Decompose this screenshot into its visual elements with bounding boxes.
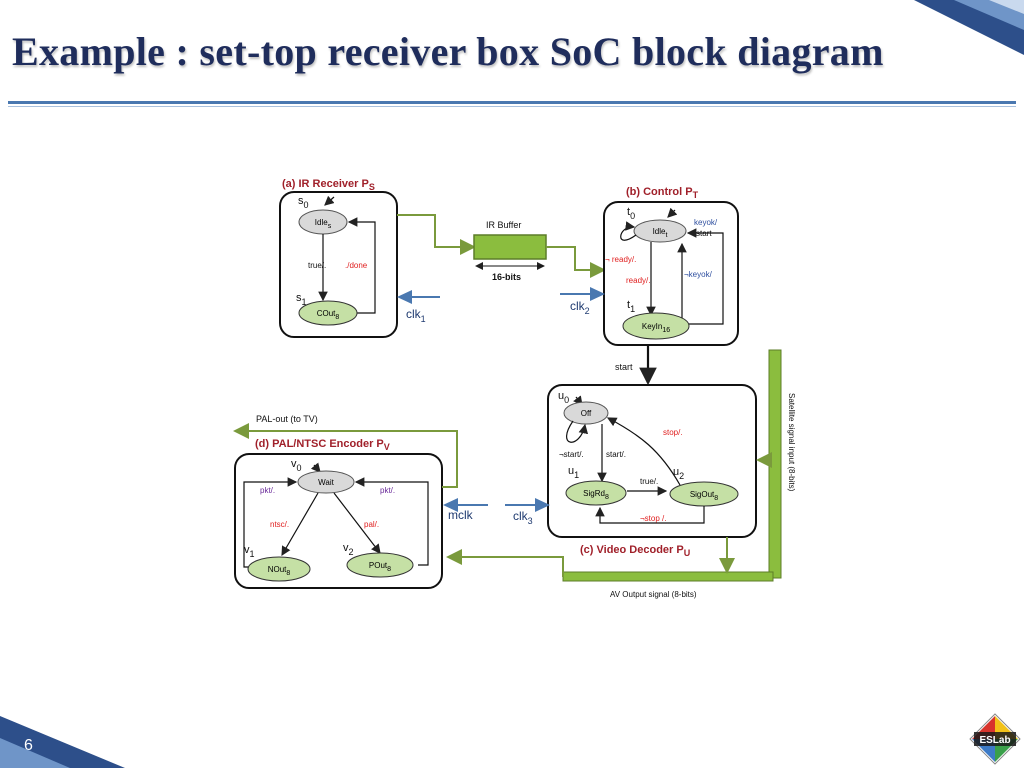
title-divider xyxy=(8,101,1016,104)
clock-label-clk1: clk1 xyxy=(406,307,426,324)
state-keyin xyxy=(622,312,690,340)
state-idle-t-label: Idlet xyxy=(653,227,668,239)
soc-block-diagram: (a) IR Receiver PS s0 Idles true/. ./don… xyxy=(233,178,796,599)
transition-stop: stop/. xyxy=(663,428,683,437)
transition-pal: pal/. xyxy=(364,520,379,529)
state-wait-label: Wait xyxy=(318,478,334,487)
state-idle-s-label: Idles xyxy=(315,218,332,230)
ir-buffer-block xyxy=(473,234,547,260)
state-label-t1: t1 xyxy=(627,299,635,314)
ir-receiver-title: (a) IR Receiver PS xyxy=(282,178,375,192)
corner-decoration-bottom-left xyxy=(0,716,125,768)
state-pout-label: POut8 xyxy=(369,561,391,573)
panel-control: (b) Control PT t0 Idlet ¬ ready/. ready/… xyxy=(560,186,739,386)
state-nout-label: NOut8 xyxy=(268,565,291,577)
transition-not-keyok: ¬keyok/ xyxy=(684,270,713,279)
start-signal-label: start xyxy=(615,362,633,372)
clock-label-mclk: mclk xyxy=(448,508,474,522)
transition-not-ready: ¬ ready/. xyxy=(605,255,636,264)
state-cout-label: COut8 xyxy=(317,309,340,321)
corner-decoration-top-right xyxy=(914,0,1024,55)
transition-pkt-left: pkt/. xyxy=(260,486,275,495)
state-nout xyxy=(247,556,311,582)
state-cout xyxy=(298,300,358,326)
state-label-v1: v1 xyxy=(244,544,255,559)
state-label-v2: v2 xyxy=(343,542,354,557)
panel-ir-receiver: (a) IR Receiver PS s0 Idles true/. ./don… xyxy=(279,178,440,338)
transition-true: true/. xyxy=(308,261,326,270)
logo-text: ESLab xyxy=(979,735,1010,746)
panel-encoder: (d) PAL/NTSC Encoder PV PAL-out (to TV) … xyxy=(233,414,488,589)
clock-arrow-1 xyxy=(397,290,412,304)
transition-not-start: ¬start/. xyxy=(559,450,584,459)
title-divider-light xyxy=(8,106,1016,107)
av-output-bus xyxy=(562,571,774,582)
state-idle-t xyxy=(633,219,687,243)
state-label-u2: u2 xyxy=(673,466,684,481)
ir-buffer: IR Buffer 16-bits xyxy=(397,214,606,282)
state-wait xyxy=(297,470,355,494)
clock-label-clk3: clk3 xyxy=(513,509,533,526)
state-pout xyxy=(346,552,414,578)
transition-start: start/. xyxy=(606,450,626,459)
eslab-logo: ESLab xyxy=(969,713,1021,765)
transition-not-stop: ¬stop /. xyxy=(640,514,666,523)
transition-ntsc: ntsc/. xyxy=(270,520,289,529)
ir-buffer-title: IR Buffer xyxy=(486,220,521,230)
clock-label-clk2: clk2 xyxy=(570,299,590,316)
state-label-t0: t0 xyxy=(627,206,635,221)
av-output-label: AV Output signal (8-bits) xyxy=(610,590,697,599)
state-label-v0: v0 xyxy=(291,458,302,473)
page-title: Example : set-top receiver box SoC block… xyxy=(12,29,884,74)
encoder-title: (d) PAL/NTSC Encoder PV xyxy=(255,438,390,452)
state-sigout-label: SigOut8 xyxy=(690,490,718,502)
transition-ready: ready/. xyxy=(626,276,650,285)
transition-done: ./done xyxy=(345,261,368,270)
page-number: 6 xyxy=(24,737,33,754)
satellite-input-label: Satellite signal input (8-bits) xyxy=(787,393,796,492)
clock-arrow-2 xyxy=(590,287,605,301)
state-label-s1: s1 xyxy=(296,292,307,307)
state-keyin-label: KeyIn16 xyxy=(642,322,670,334)
satellite-input-bus xyxy=(768,349,782,579)
video-decoder-title: (c) Video Decoder PU xyxy=(580,544,690,558)
transition-keyok-start-output: start xyxy=(696,229,712,238)
pal-out-label: PAL-out (to TV) xyxy=(256,414,318,424)
state-sigrd-label: SigRd8 xyxy=(583,489,609,501)
transition-true-video: true/. xyxy=(640,477,658,486)
state-label-u1: u1 xyxy=(568,465,579,480)
panel-video-decoder: (c) Video Decoder PU u0 Off ¬start/. sta… xyxy=(446,349,796,599)
clock-arrow-3 xyxy=(535,498,550,512)
state-sigrd xyxy=(565,480,627,506)
state-label-u0: u0 xyxy=(558,390,569,405)
state-off-label: Off xyxy=(581,409,592,418)
transition-keyok-start: keyok/ xyxy=(694,218,718,227)
ir-buffer-width: 16-bits xyxy=(492,272,521,282)
state-label-s0: s0 xyxy=(298,195,309,210)
clock-arrow-mclk xyxy=(443,498,458,512)
transition-pkt-right: pkt/. xyxy=(380,486,395,495)
control-title: (b) Control PT xyxy=(626,186,699,200)
